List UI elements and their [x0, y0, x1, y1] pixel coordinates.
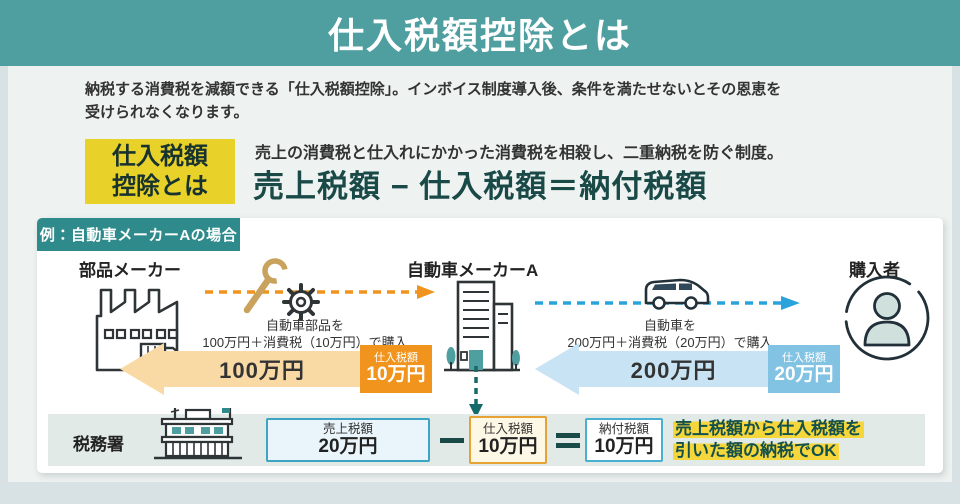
- parts-flow-note-line-1: 自動車部品を: [265, 318, 344, 333]
- definition-formula: 売上税額 − 仕入税額＝納付税額: [253, 169, 708, 204]
- intro-line-2: 受けられなくなります。: [85, 104, 249, 122]
- sales-tax-box: 売上税額 20万円: [266, 418, 430, 462]
- minivan-icon: [644, 278, 710, 310]
- tax-badge-label: 仕入税額: [782, 351, 826, 364]
- parts-flow-note-line-2: 100万円＋消費税（10万円）で購入: [202, 335, 408, 350]
- car-flow-note-line-2: 200万円＋消費税（20万円）で購入: [567, 335, 773, 350]
- parts-payment-arrow: 100万円 仕入税額 10万円: [120, 343, 432, 395]
- parts-payment-amount: 100万円: [219, 358, 305, 383]
- car-maker-label: 自動車メーカーA: [407, 261, 539, 280]
- tax-office-label: 税務署: [73, 435, 124, 454]
- person-icon: [844, 275, 930, 361]
- tax-badge-amount: 20万円: [774, 364, 834, 386]
- car-sale-dashed-arrow: [535, 296, 800, 310]
- car-payment-amount: 200万円: [630, 358, 717, 383]
- intro-line-1: 納税する消費税を減額できる「仕入税額控除」。インボイス制度導入後、条件を満たせな…: [85, 81, 782, 98]
- definition-badge-line-2: 控除とは: [112, 172, 208, 200]
- intro-text: 納税する消費税を減額できる「仕入税額控除」。インボイス制度導入後、条件を満たせな…: [85, 78, 905, 125]
- office-building-icon: [444, 280, 520, 372]
- purchase-tax-badge-orange: 仕入税額 10万円: [360, 345, 432, 393]
- input-tax-dashed-arrow: [469, 366, 483, 418]
- example-card: 例：自動車メーカーAの場合 部品メーカー 自動車メーカーA 購入者: [37, 218, 943, 473]
- input-tax-box: 仕入税額 10万円: [469, 416, 547, 464]
- definition-badge: 仕入税額 控除とは: [85, 139, 235, 204]
- definition-badge-line-1: 仕入税額: [112, 142, 208, 170]
- wrench-icon: [243, 258, 288, 314]
- arrow-head: [535, 343, 579, 395]
- minus-operator: [440, 438, 464, 443]
- arrow-body: 200万円: [579, 351, 768, 387]
- car-flow-note-line-1: 自動車を: [643, 318, 696, 333]
- tax-office-icon: [154, 408, 242, 460]
- equals-operator: [556, 433, 580, 448]
- example-badge: 例：自動車メーカーAの場合: [37, 218, 240, 251]
- parts-maker-label: 部品メーカー: [79, 261, 181, 280]
- sales-tax-label: 売上税額: [322, 421, 373, 436]
- buyer-label: 購入者: [849, 261, 900, 280]
- page-title: 仕入税額控除とは: [327, 15, 632, 56]
- sales-tax-amount: 20万円: [318, 436, 378, 458]
- conclusion-line-2: 引いた額の納税でOK: [673, 441, 839, 461]
- tax-badge-label: 仕入税額: [374, 351, 418, 364]
- payment-tax-box: 納付税額 10万円: [585, 418, 663, 462]
- input-tax-label: 仕入税額: [482, 421, 533, 436]
- payment-tax-amount: 10万円: [594, 436, 654, 458]
- input-tax-amount: 10万円: [478, 436, 538, 458]
- tax-office-band: 税務署: [48, 408, 925, 466]
- conclusion-line-1: 売上税額から仕入税額を: [673, 419, 864, 438]
- purchase-tax-badge-blue: 仕入税額 20万円: [768, 345, 840, 393]
- arrow-head: [120, 343, 164, 395]
- car-payment-arrow: 200万円 仕入税額 20万円: [535, 343, 840, 395]
- payment-tax-label: 納付税額: [598, 421, 649, 436]
- conclusion-text: 売上税額から仕入税額を 引いた額の納税でOK: [673, 418, 864, 463]
- arrow-body: 100万円: [164, 351, 360, 387]
- page-header: 仕入税額控除とは: [0, 0, 960, 66]
- tax-badge-amount: 10万円: [366, 364, 426, 386]
- gear-icon: [282, 283, 320, 321]
- definition-description: 売上の消費税と仕入れにかかった消費税を相殺し、二重納税を防ぐ制度。: [255, 145, 784, 162]
